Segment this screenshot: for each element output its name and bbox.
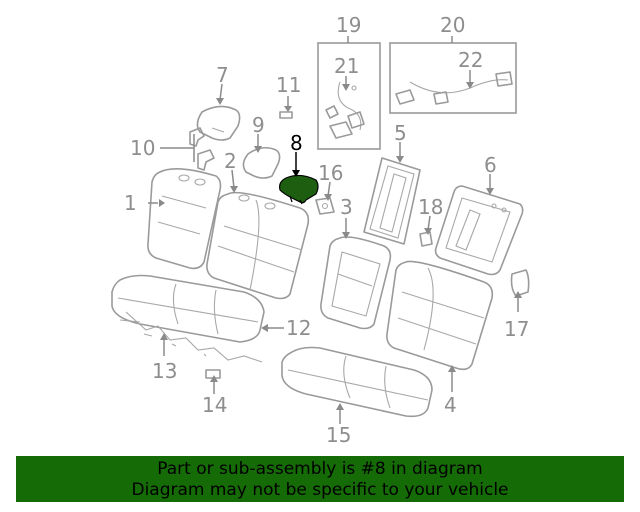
part-5-panel[interactable] [363, 157, 421, 245]
part-21-latch[interactable] [325, 81, 365, 139]
part-8-armrest[interactable] [279, 174, 319, 205]
callout-16[interactable]: 16 [318, 161, 343, 185]
part-6-back-panel[interactable] [434, 185, 524, 276]
part-2-center-seatback[interactable] [206, 191, 310, 300]
part-18-clip[interactable] [419, 231, 433, 247]
callout-12[interactable]: 12 [286, 316, 311, 340]
callout-8[interactable]: 8 [290, 131, 303, 155]
banner-line-2: Diagram may not be specific to your vehi… [131, 480, 509, 500]
part-13-seat-frame[interactable] [119, 311, 263, 363]
part-14-clip[interactable] [205, 369, 221, 379]
callout-19[interactable]: 19 [336, 13, 361, 37]
callout-20[interactable]: 20 [440, 13, 465, 37]
callout-5[interactable]: 5 [394, 121, 407, 145]
callout-10[interactable]: 10 [130, 136, 155, 160]
banner-line-1: Part or sub-assembly is #8 in diagram [157, 459, 483, 479]
callout-4[interactable]: 4 [444, 393, 457, 417]
part-20-cable-assembly[interactable] [389, 42, 517, 114]
part-15-right-cushion[interactable] [281, 346, 433, 418]
callout-7[interactable]: 7 [216, 63, 229, 87]
parts-diagram: 1 2 3 4 5 6 7 8 9 10 11 12 13 14 15 16 1… [111, 13, 530, 447]
part-22-cable[interactable] [395, 71, 513, 105]
callout-21[interactable]: 21 [334, 54, 359, 78]
part-4-right-seatback[interactable] [386, 260, 494, 371]
leader-arrowheads [159, 82, 522, 410]
callout-6[interactable]: 6 [484, 153, 497, 177]
callout-2[interactable]: 2 [224, 149, 237, 173]
part-1-left-seatback[interactable] [147, 168, 222, 270]
callout-22[interactable]: 22 [458, 48, 483, 72]
callout-9[interactable]: 9 [252, 113, 265, 137]
callout-1[interactable]: 1 [124, 191, 137, 215]
callout-17[interactable]: 17 [504, 317, 529, 341]
part-11-clip[interactable] [279, 111, 293, 119]
part-3-seatback-frame[interactable] [320, 236, 392, 330]
callout-14[interactable]: 14 [202, 393, 227, 417]
part-10-guides[interactable] [189, 127, 215, 171]
callout-3[interactable]: 3 [340, 195, 353, 219]
part-9-headrest[interactable] [242, 146, 281, 179]
callout-18[interactable]: 18 [418, 195, 443, 219]
callout-13[interactable]: 13 [152, 359, 177, 383]
part-7-headrest[interactable] [196, 105, 241, 141]
part-17-bracket[interactable] [510, 269, 530, 297]
part-19-latch-assembly[interactable] [317, 42, 381, 150]
callout-11[interactable]: 11 [276, 73, 301, 97]
info-banner: Part or sub-assembly is #8 in diagram Di… [16, 456, 624, 502]
callout-labels: 1 2 3 4 5 6 7 8 9 10 11 12 13 14 15 16 1… [124, 13, 529, 447]
callout-15[interactable]: 15 [326, 423, 351, 447]
part-16-bracket[interactable] [315, 197, 335, 215]
leader-lines [148, 36, 519, 424]
part-12-seat-cushion[interactable] [111, 274, 265, 343]
